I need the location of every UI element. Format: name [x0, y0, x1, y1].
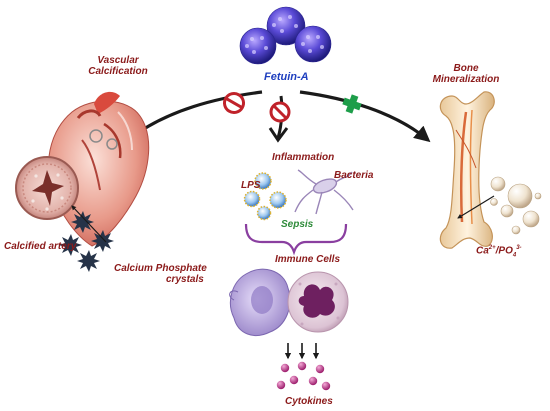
bacteria-label: Bacteria: [334, 170, 374, 181]
lps-particles-graphic: [243, 172, 287, 221]
cytokines-graphic: [276, 361, 331, 391]
bone-label-line2: Mineralization: [432, 74, 500, 85]
ion-separator: /PO: [495, 245, 513, 257]
cytokines-label: Cytokines: [285, 396, 333, 407]
ion-ca-charge: 2+: [488, 245, 496, 251]
artery-pointer-line: [71, 205, 107, 243]
calcium-phosphate-crystals-graphic: [59, 211, 114, 272]
plus-icon: [342, 94, 362, 114]
calcium-phosphate-line1: Calcium Phosphate: [114, 263, 207, 274]
mineral-spheres-graphic: [490, 176, 542, 235]
fetuin-protein-graphic: [239, 6, 332, 65]
bone-label-line1: Bone: [453, 63, 479, 74]
vascular-calcification-label: Vascular Calcification: [78, 55, 158, 77]
immune-cells-label: Immune Cells: [275, 254, 341, 265]
ion-formula-label: Ca2+/PO43-: [476, 243, 522, 261]
bacteria-graphic: [294, 169, 354, 215]
bone-graphic: [439, 91, 495, 249]
arrow-to-bone: [299, 90, 431, 143]
sepsis-bracket: [244, 223, 348, 256]
calcium-phosphate-line2: crystals: [166, 274, 204, 285]
neutrophil-graphic: [287, 271, 349, 333]
ion-ca: Ca: [476, 245, 489, 257]
vascular-label-line1: Vascular: [97, 55, 139, 66]
bone-pointer-line: [457, 195, 495, 219]
macrophage-graphic: [229, 268, 291, 336]
fetuin-a-label: Fetuin-A: [264, 71, 309, 83]
ion-po-subscript: 4: [512, 252, 517, 259]
calcified-artery-label: Calcified artery: [4, 241, 77, 252]
vascular-label-line2: Calcification: [88, 66, 148, 77]
calcified-artery-graphic: [15, 156, 79, 220]
lps-label: LPS: [241, 180, 261, 191]
calcium-phosphate-label: Calcium Phosphate crystals: [114, 263, 207, 285]
prohibition-icon: [269, 101, 291, 123]
prohibition-icon: [223, 92, 245, 114]
bone-mineralization-label: Bone Mineralization: [426, 63, 506, 85]
inflammation-label: Inflammation: [272, 152, 335, 163]
cytokine-release-arrows: [284, 343, 320, 360]
ion-po-charge: 3-: [516, 245, 522, 251]
sepsis-label: Sepsis: [281, 219, 314, 230]
